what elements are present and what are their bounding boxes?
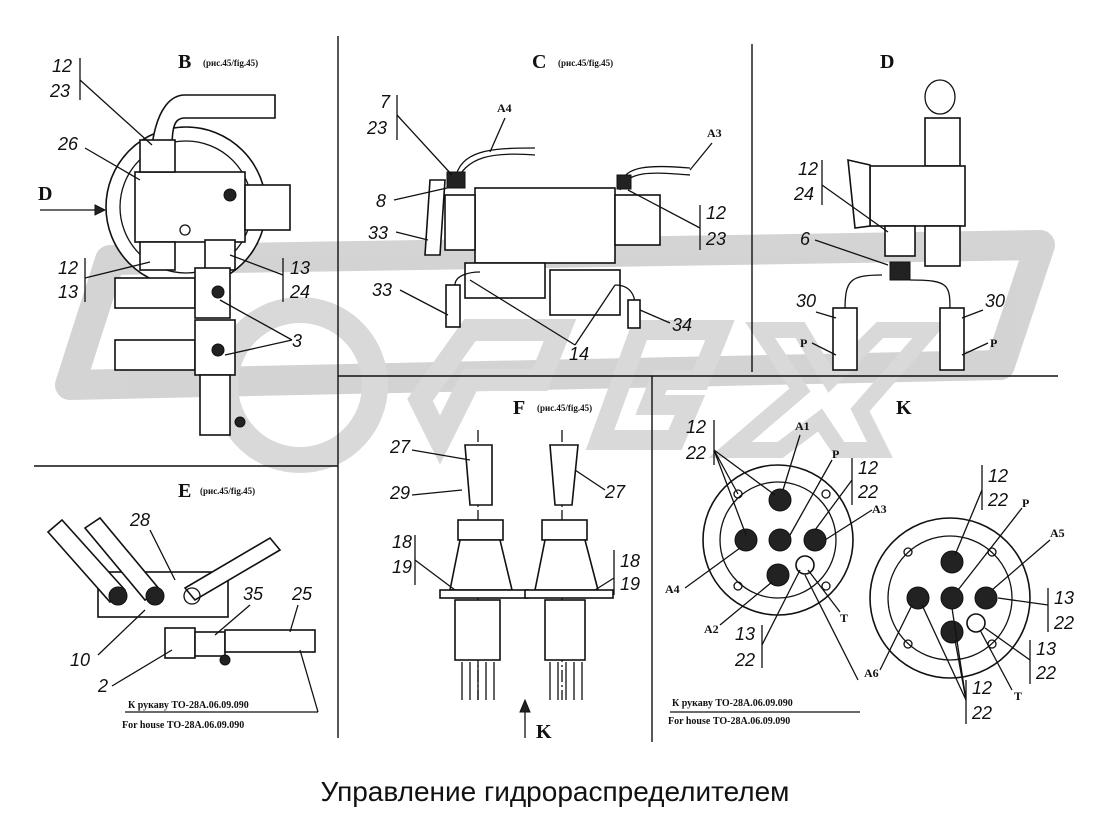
view-d-letter: D (880, 51, 894, 73)
callout-k-22: 22 (685, 443, 706, 463)
view-f-letter: F (513, 397, 525, 419)
callout-k-13b: 13 (1054, 588, 1074, 608)
callout-k-pb: P (1022, 496, 1029, 510)
callout-k-22e: 22 (1053, 613, 1074, 633)
callout-f-19: 19 (392, 557, 412, 577)
view-f-arrow-label: K (536, 721, 552, 743)
callout-c-12: 12 (706, 203, 726, 223)
callout-k-12: 12 (686, 417, 706, 437)
callout-e-28: 28 (129, 510, 150, 530)
callout-c-33: 33 (368, 223, 388, 243)
callout-k-a1: A1 (795, 419, 810, 433)
view-k-letter: K (896, 397, 912, 419)
callout-c-8: 8 (376, 191, 386, 211)
callout-b-3: 3 (292, 331, 302, 351)
callout-b-26: 26 (57, 134, 79, 154)
callout-c-33b: 33 (372, 280, 392, 300)
callout-k-a5: A5 (1050, 526, 1065, 540)
view-e-note-en: For house ТО-28А.06.09.090 (122, 720, 244, 731)
callout-b-12b: 12 (58, 258, 78, 278)
callout-b-23: 23 (49, 81, 70, 101)
view-e-note-ru: К рукаву ТО-28А.06.09.090 (128, 700, 249, 711)
callout-k-13c: 13 (1036, 639, 1056, 659)
view-e-letter: E (178, 480, 191, 502)
view-c-letter: C (532, 51, 546, 73)
view-b: B (рис.45/fig.45) D 12 23 26 12 13 13 (38, 51, 310, 436)
callout-k-a3: A3 (872, 502, 887, 516)
callout-d-24: 24 (793, 184, 814, 204)
view-e: E (рис.45/fig.45) 28 35 25 10 2 К рукаву… (46, 480, 319, 731)
callout-c-7: 7 (380, 92, 391, 112)
callout-e-35: 35 (243, 584, 264, 604)
view-k-note-en: For house ТО-28А.06.09.090 (668, 716, 790, 727)
arrow-d-icon (94, 204, 107, 216)
callout-k-tb: T (1014, 689, 1022, 703)
callout-c-a3: A3 (707, 126, 722, 140)
callout-c-a4: A4 (497, 101, 512, 115)
callout-d-p: P (800, 336, 807, 350)
callout-f-29: 29 (389, 483, 410, 503)
callout-b-24: 24 (289, 282, 310, 302)
callout-k-12d: 12 (972, 678, 992, 698)
callout-f-27b: 27 (604, 482, 626, 502)
callout-k-a6: A6 (864, 666, 879, 680)
callout-k-22b: 22 (857, 482, 878, 502)
view-k: K 12 22 A1 P 12 22 A3 (665, 397, 1074, 727)
callout-k-a4: A4 (665, 582, 680, 596)
callout-k-22g: 22 (971, 703, 992, 723)
view-k-note-ru: К рукаву ТО-28А.06.09.090 (672, 698, 793, 709)
callout-e-25: 25 (291, 584, 313, 604)
callout-k-22f: 22 (1035, 663, 1056, 683)
callout-k-13: 13 (735, 624, 755, 644)
callout-b-13: 13 (58, 282, 78, 302)
view-e-ref: (рис.45/fig.45) (200, 486, 255, 496)
callout-f-19b: 19 (620, 574, 640, 594)
view-c-ref: (рис.45/fig.45) (558, 58, 613, 68)
arrow-k-icon (519, 698, 531, 713)
distributor-body (474, 187, 616, 264)
view-b-ref: (рис.45/fig.45) (203, 58, 258, 68)
callout-c-23: 23 (366, 118, 387, 138)
callout-d-6: 6 (800, 229, 811, 249)
callout-c-34: 34 (672, 315, 692, 335)
callout-d-pb: P (990, 336, 997, 350)
view-d: D 12 24 6 30 30 P P (793, 51, 1005, 371)
callout-k-12c: 12 (988, 466, 1008, 486)
page-title: Управление гидрораспределителем (321, 776, 790, 807)
callout-k-a2: A2 (704, 622, 719, 636)
callout-f-18: 18 (392, 532, 412, 552)
callout-c-23b: 23 (705, 229, 726, 249)
callout-d-30b: 30 (985, 291, 1005, 311)
callout-k-12b: 12 (858, 458, 878, 478)
callout-k-t: T (840, 611, 848, 625)
callout-f-18b: 18 (620, 551, 640, 571)
panel-frames (34, 36, 1058, 742)
callout-e-2: 2 (97, 676, 108, 696)
view-f-ref: (рис.45/fig.45) (537, 403, 592, 413)
callout-f-27: 27 (389, 437, 411, 457)
view-b-letter: B (178, 51, 191, 73)
callout-k-22c: 22 (734, 650, 755, 670)
view-b-arrow-label: D (38, 183, 52, 205)
callout-d-12: 12 (798, 159, 818, 179)
callout-e-10: 10 (70, 650, 90, 670)
callout-b-13b: 13 (290, 258, 310, 278)
callout-k-p: P (832, 447, 839, 461)
callout-d-30: 30 (796, 291, 816, 311)
view-f: F (рис.45/fig.45) K 27 27 29 18 (389, 397, 640, 743)
callout-b-12: 12 (52, 56, 72, 76)
callout-k-22d: 22 (987, 490, 1008, 510)
callout-c-14: 14 (569, 344, 589, 364)
view-c: C (рис.45/fig.45) 7 23 A4 A3 8 12 23 33 (366, 51, 726, 364)
